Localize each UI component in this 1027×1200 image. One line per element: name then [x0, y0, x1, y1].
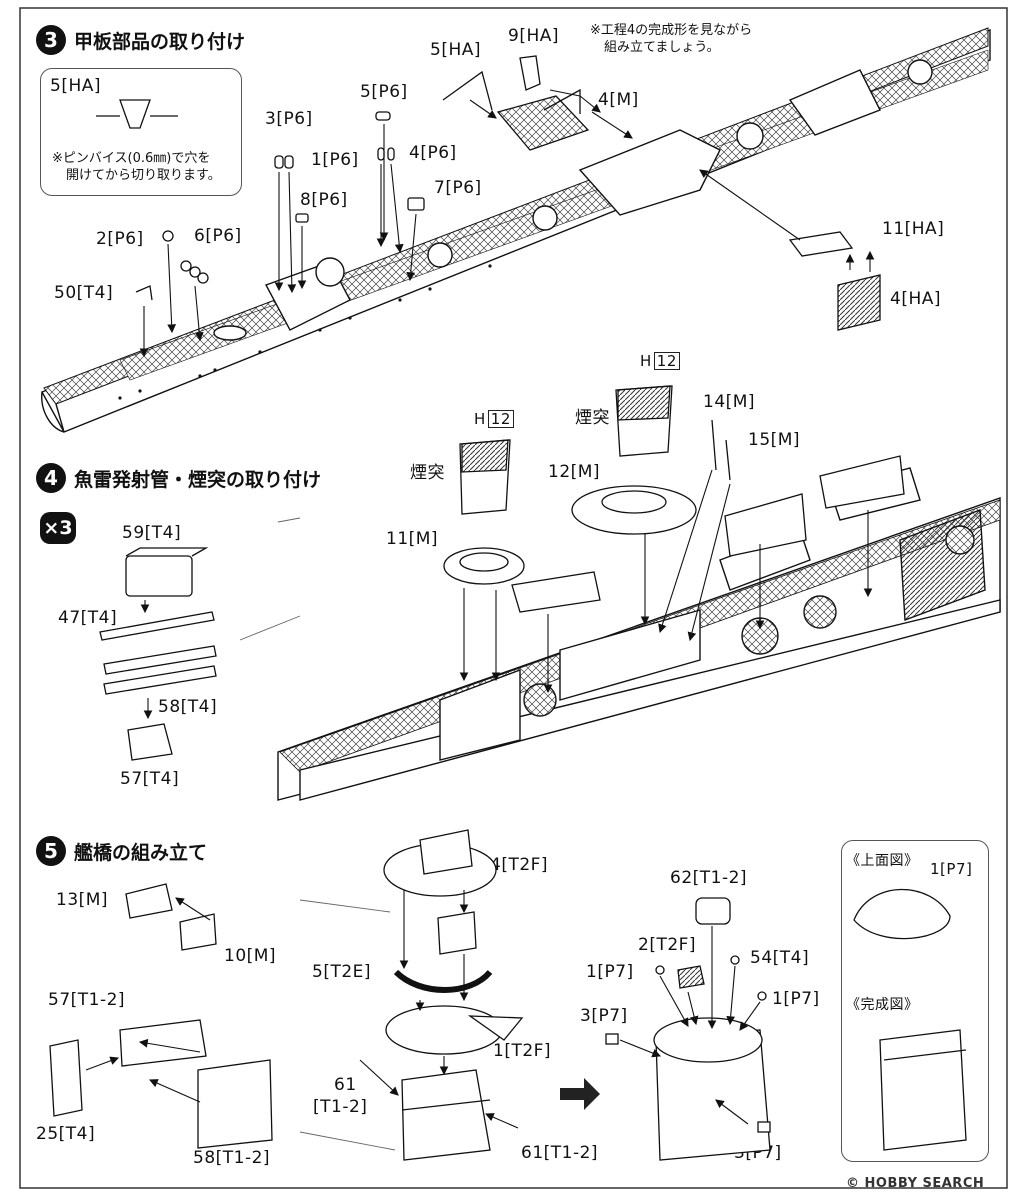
part-label: 4[T2F] — [490, 855, 549, 875]
part-label: 58[T1-2] — [193, 1148, 271, 1168]
part-label: 2[T2F] — [638, 935, 697, 955]
arrow-right-icon — [560, 1078, 600, 1110]
part-label: 62[T1-2] — [670, 868, 748, 888]
part-label: 25[T4] — [36, 1124, 96, 1144]
step4-arrows — [140, 469, 873, 720]
page-frame — [19, 7, 1008, 1189]
part-label: 4[HA] — [890, 289, 941, 309]
step5-parts — [49, 829, 967, 1161]
part-label: 6[P6] — [194, 226, 242, 246]
done-view-title: 《完成図》 — [846, 997, 919, 1013]
part-label: 12[M] — [548, 462, 601, 482]
part-label: 61[T1-2] — [521, 1143, 599, 1163]
funnel-label: 煙突 — [410, 463, 445, 483]
part-label: 7[P6] — [434, 178, 482, 198]
step-3-heading: 3 甲板部品の取り付け — [36, 25, 245, 55]
step4-parts — [99, 385, 905, 761]
step3-parts — [96, 55, 881, 331]
part-label: 9[HA] — [508, 26, 559, 46]
part-label: 1[T2F] — [493, 1041, 552, 1061]
top-view-title: 《上面図》 — [846, 853, 919, 869]
step-number: 5 — [36, 836, 66, 866]
part-label: 57[T4] — [120, 769, 180, 789]
part-label: 11[HA] — [882, 219, 945, 239]
part-label: 3[P6] — [265, 109, 313, 129]
step-number: 3 — [36, 25, 66, 55]
part-label: 59[T4] — [122, 523, 182, 543]
inset-note: ※ピンバイス(0.6㎜)で穴を 開けてから切り取ります。 — [52, 151, 221, 183]
part-label: 3[P7] — [580, 1006, 628, 1026]
step-title: 甲板部品の取り付け — [74, 30, 246, 53]
quantity-badge: ×3 — [40, 512, 76, 544]
step3-hull — [40, 27, 991, 433]
part-label: 61 — [334, 1075, 357, 1095]
step-5-heading: 5 艦橋の組み立て — [36, 836, 207, 866]
part-label: 5[P6] — [360, 82, 408, 102]
views-panel — [841, 840, 989, 1162]
part-label: 11[M] — [386, 529, 439, 549]
part-label: 13[M] — [56, 890, 109, 910]
part-label: 1[P6] — [311, 150, 359, 170]
part-label: 54[T4] — [750, 948, 810, 968]
part-label: 5[HA] — [430, 40, 481, 60]
part-label: 10[M] — [224, 946, 277, 966]
inset-box — [40, 68, 242, 196]
inset-label: 5[HA] — [50, 76, 101, 96]
part-label: 5[T2E] — [312, 962, 372, 982]
part-label: 14[M] — [703, 392, 756, 412]
part-label: 1[P7] — [772, 989, 820, 1009]
step3-note: ※工程4の完成形を見ながら 組み立てましょう。 — [590, 23, 753, 55]
step-title: 魚雷発射管・煙突の取り付け — [74, 468, 322, 491]
part-label: 47[T4] — [58, 608, 118, 628]
part-label: 50[T4] — [54, 283, 114, 303]
part-label: 2[P6] — [96, 229, 144, 249]
part-label: 1[P7] — [586, 962, 634, 982]
step3-arrows — [139, 89, 875, 358]
part-label: 57[T1-2] — [48, 990, 126, 1010]
part-label: [T1-2] — [313, 1097, 368, 1117]
funnel-label: 煙突 — [575, 408, 610, 428]
step4-hull — [277, 467, 1001, 801]
part-label: 4[P6] — [409, 143, 457, 163]
part-label: 8[P6] — [300, 190, 348, 210]
leader-lines — [239, 517, 396, 1151]
step-4-heading: 4 魚雷発射管・煙突の取り付け — [36, 463, 321, 493]
part-label: 15[M] — [748, 430, 801, 450]
step5-arrows — [85, 890, 761, 1129]
part-label: 4[M] — [598, 90, 639, 110]
part-label: 58[T4] — [158, 697, 218, 717]
step-number: 4 — [36, 463, 66, 493]
step-title: 艦橋の組み立て — [74, 841, 208, 864]
part-label: 1[P7] — [930, 860, 973, 878]
